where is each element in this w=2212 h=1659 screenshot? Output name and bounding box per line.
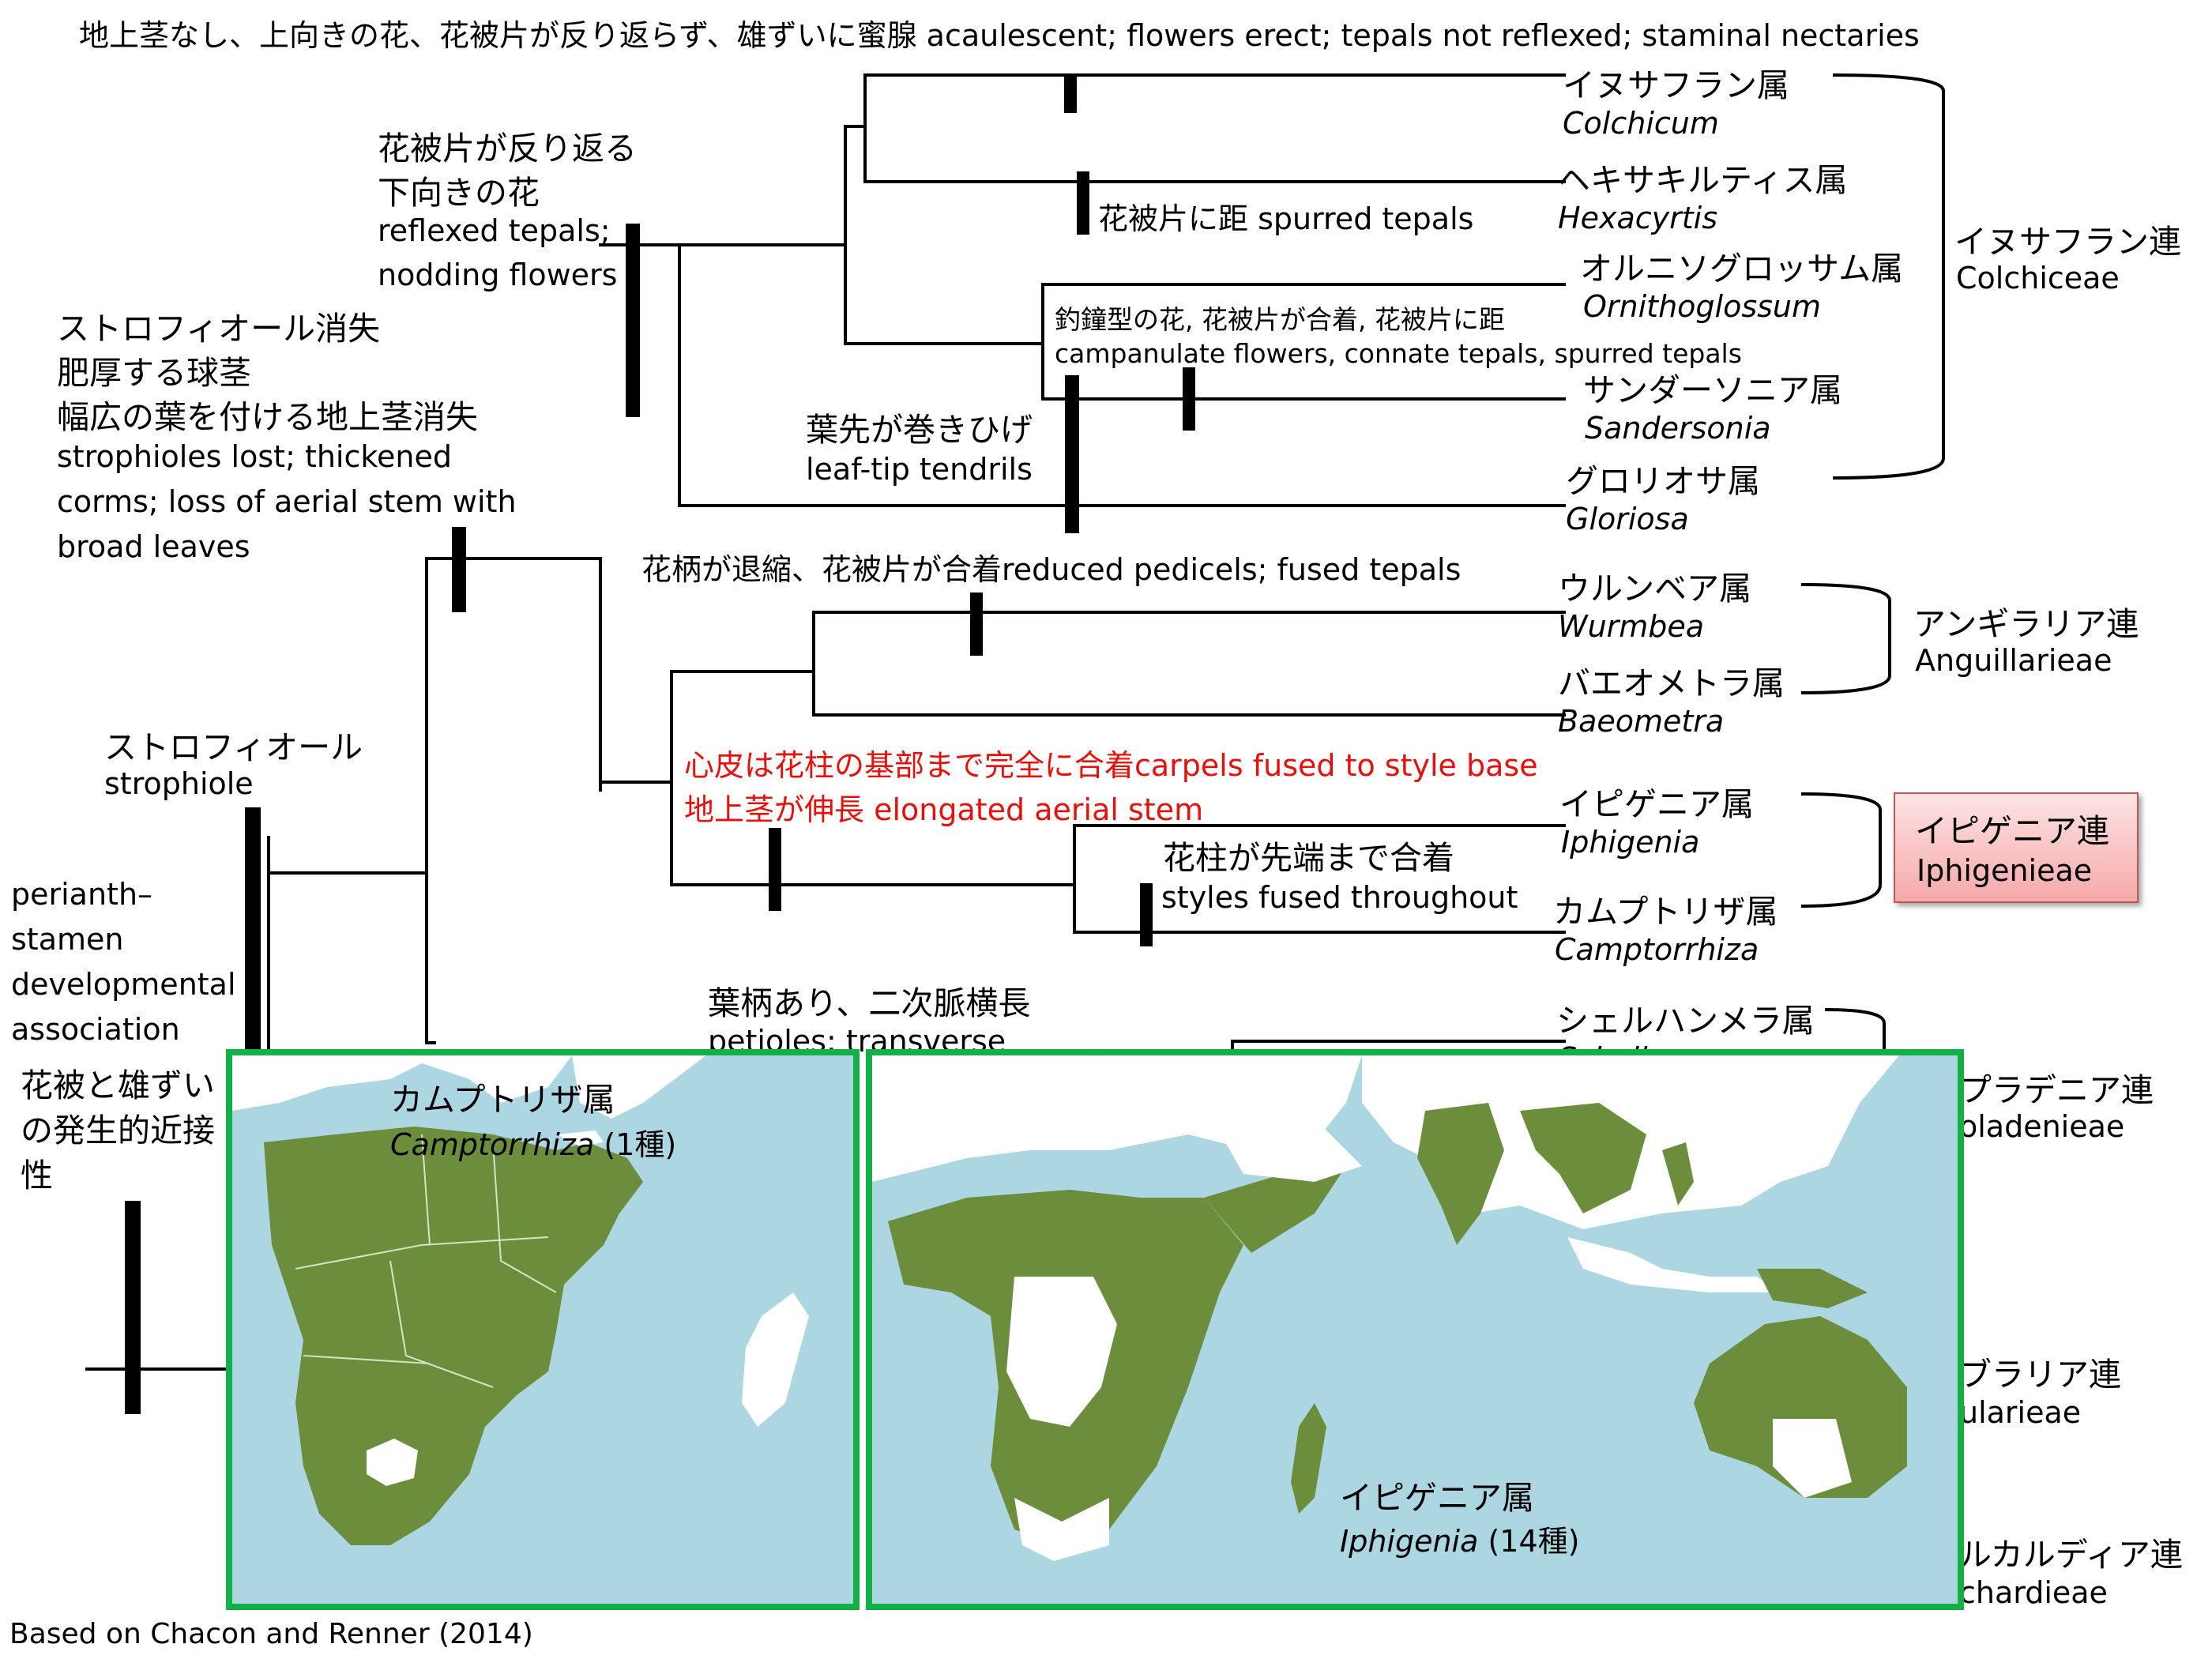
tribe-en-tricyrtideae-partial: chardieae — [1959, 1575, 2108, 1610]
tribe-en-burchardieae-partial: oladenieae — [1959, 1109, 2125, 1144]
map-left-latin: Camptorrhiza — [390, 1127, 595, 1162]
genus-latin-iphigenia: Iphigenia — [1561, 825, 1700, 860]
char-campanulate-en: campanulate flowers, connate tepals, spu… — [1055, 338, 1742, 369]
genus-jp-hexacyrtis: ヘキサキルティス属 — [1558, 161, 1848, 199]
source-citation: Based on Chacon and Renner (2014) — [9, 1618, 533, 1650]
char-styles-jp: 花柱が先端まで合着 — [1163, 839, 1454, 877]
map-right-title-latin: Iphigenia (14種) — [1340, 1517, 1580, 1560]
char-perianth-jp: 花被と雄ずいの発生的近接性 — [21, 1066, 215, 1194]
char-reflexed-en-2: nodding flowers — [378, 258, 618, 292]
map-right-count: (14種) — [1478, 1524, 1580, 1559]
genus-jp-gloriosa: グロリオサ属 — [1566, 462, 1760, 500]
tribe-jp-anguillarieae: アンギラリア連 — [1913, 605, 2139, 643]
char-corm-jp-1: ストロフィオール消失 — [57, 310, 381, 348]
map-left-title-jp: カムプトリザ属 — [390, 1081, 615, 1119]
char-reflexed-jp-2: 下向きの花 — [378, 174, 540, 212]
char-strophiole-jp: ストロフィオール — [104, 728, 363, 766]
genus-latin-baeometra: Baeometra — [1558, 704, 1725, 739]
char-corm-en: strophioles lost; thickened corms; loss … — [57, 439, 517, 564]
tribe-en-anguillarieae: Anguillarieae — [1915, 643, 2112, 678]
genus-latin-colchicum: Colchicum — [1563, 106, 1719, 141]
map-camptorrhiza-shapes — [232, 1055, 809, 1545]
char-campanulate-jp: 釣鐘型の花, 花被片が合着, 花被片に距 — [1055, 304, 1505, 335]
tribe-en-uvularieae-partial: ularieae — [1959, 1395, 2082, 1430]
top-note: 地上茎なし、上向きの花、花被片が反り返らず、雄ずいに蜜腺 acaulescent… — [79, 18, 1920, 53]
char-stem: 地上茎が伸長 elongated aerial stem — [684, 792, 1204, 827]
genus-jp-schelhammera: シェルハンメラ属 — [1556, 1002, 1815, 1040]
map-left-count: (1種) — [594, 1127, 677, 1162]
char-carpels: 心皮は花柱の基部まで完全に合着carpels fused to style ba… — [684, 748, 1538, 783]
genus-latin-ornithoglossum: Ornithoglossum — [1583, 289, 1822, 324]
char-corm-jp-3: 幅広の葉を付ける地上茎消失 — [57, 398, 478, 436]
char-reflexed-en-1: reflexed tepals; — [378, 213, 611, 248]
tribe-jp-uvularieae-partial: ブラリア連 — [1959, 1356, 2121, 1394]
map-right-title-jp: イピゲニア属 — [1340, 1479, 1534, 1517]
genus-jp-baeometra: バエオメトラ属 — [1558, 664, 1785, 702]
tribe-highlight-box — [1894, 792, 2139, 903]
tribe-jp-iphigenieae: イピゲニア連 — [1915, 812, 2109, 850]
map-iphigenia-shapes — [872, 1055, 1907, 1561]
genus-jp-colchicum: イヌサフラン属 — [1563, 66, 1789, 104]
char-spurred: 花被片に距 spurred tepals — [1098, 201, 1474, 236]
map-camptorrhiza: カムプトリザ属 Camptorrhiza (1種) — [226, 1049, 860, 1610]
char-styles-en: styles fused throughout — [1161, 880, 1518, 915]
map-left-title-latin: Camptorrhiza (1種) — [390, 1120, 676, 1164]
char-perianth-en: perianth–stamen developmental associatio… — [11, 877, 236, 1047]
tribe-en-colchiceae: Colchiceae — [1956, 261, 2120, 295]
char-tendril-en: leaf-tip tendrils — [806, 452, 1033, 487]
tribe-jp-burchardieae-partial: プラデニア連 — [1959, 1071, 2154, 1109]
char-tendril-jp: 葉先が巻きひげ — [806, 411, 1033, 449]
tribe-jp-colchiceae: イヌサフラン連 — [1954, 223, 2181, 261]
char-petiole-jp: 葉柄あり、二次脈横長 — [708, 984, 1031, 1022]
genus-jp-ornithoglossum: オルニソグロッサム属 — [1580, 250, 1904, 288]
genus-latin-wurmbea: Wurmbea — [1558, 609, 1705, 644]
genus-latin-sandersonia: Sandersonia — [1585, 411, 1771, 446]
char-pedicel: 花柄が退縮、花被片が合着reduced pedicels; fused tepa… — [641, 552, 1462, 587]
map-iphigenia: イピゲニア属 Iphigenia (14種) — [866, 1049, 1964, 1610]
map-right-latin: Iphigenia — [1340, 1524, 1479, 1559]
genus-jp-sandersonia: サンダーソニア属 — [1583, 371, 1842, 409]
genus-jp-camptorrhiza: カムプトリザ属 — [1553, 893, 1778, 931]
genus-latin-gloriosa: Gloriosa — [1566, 502, 1689, 536]
genus-latin-camptorrhiza: Camptorrhiza — [1555, 932, 1759, 967]
char-reflexed-jp-1: 花被片が反り返る — [378, 130, 637, 167]
genus-jp-iphigenia: イピゲニア属 — [1559, 785, 1754, 823]
char-strophiole-en: strophiole — [104, 766, 254, 801]
genus-latin-hexacyrtis: Hexacyrtis — [1558, 201, 1717, 235]
genus-jp-wurmbea: ウルンベア属 — [1558, 570, 1752, 608]
tribe-en-iphigenieae: Iphigenieae — [1917, 853, 2093, 888]
char-corm-jp-2: 肥厚する球茎 — [57, 354, 251, 392]
tribe-jp-tricyrtideae-partial: ルカルディア連 — [1959, 1536, 2183, 1574]
